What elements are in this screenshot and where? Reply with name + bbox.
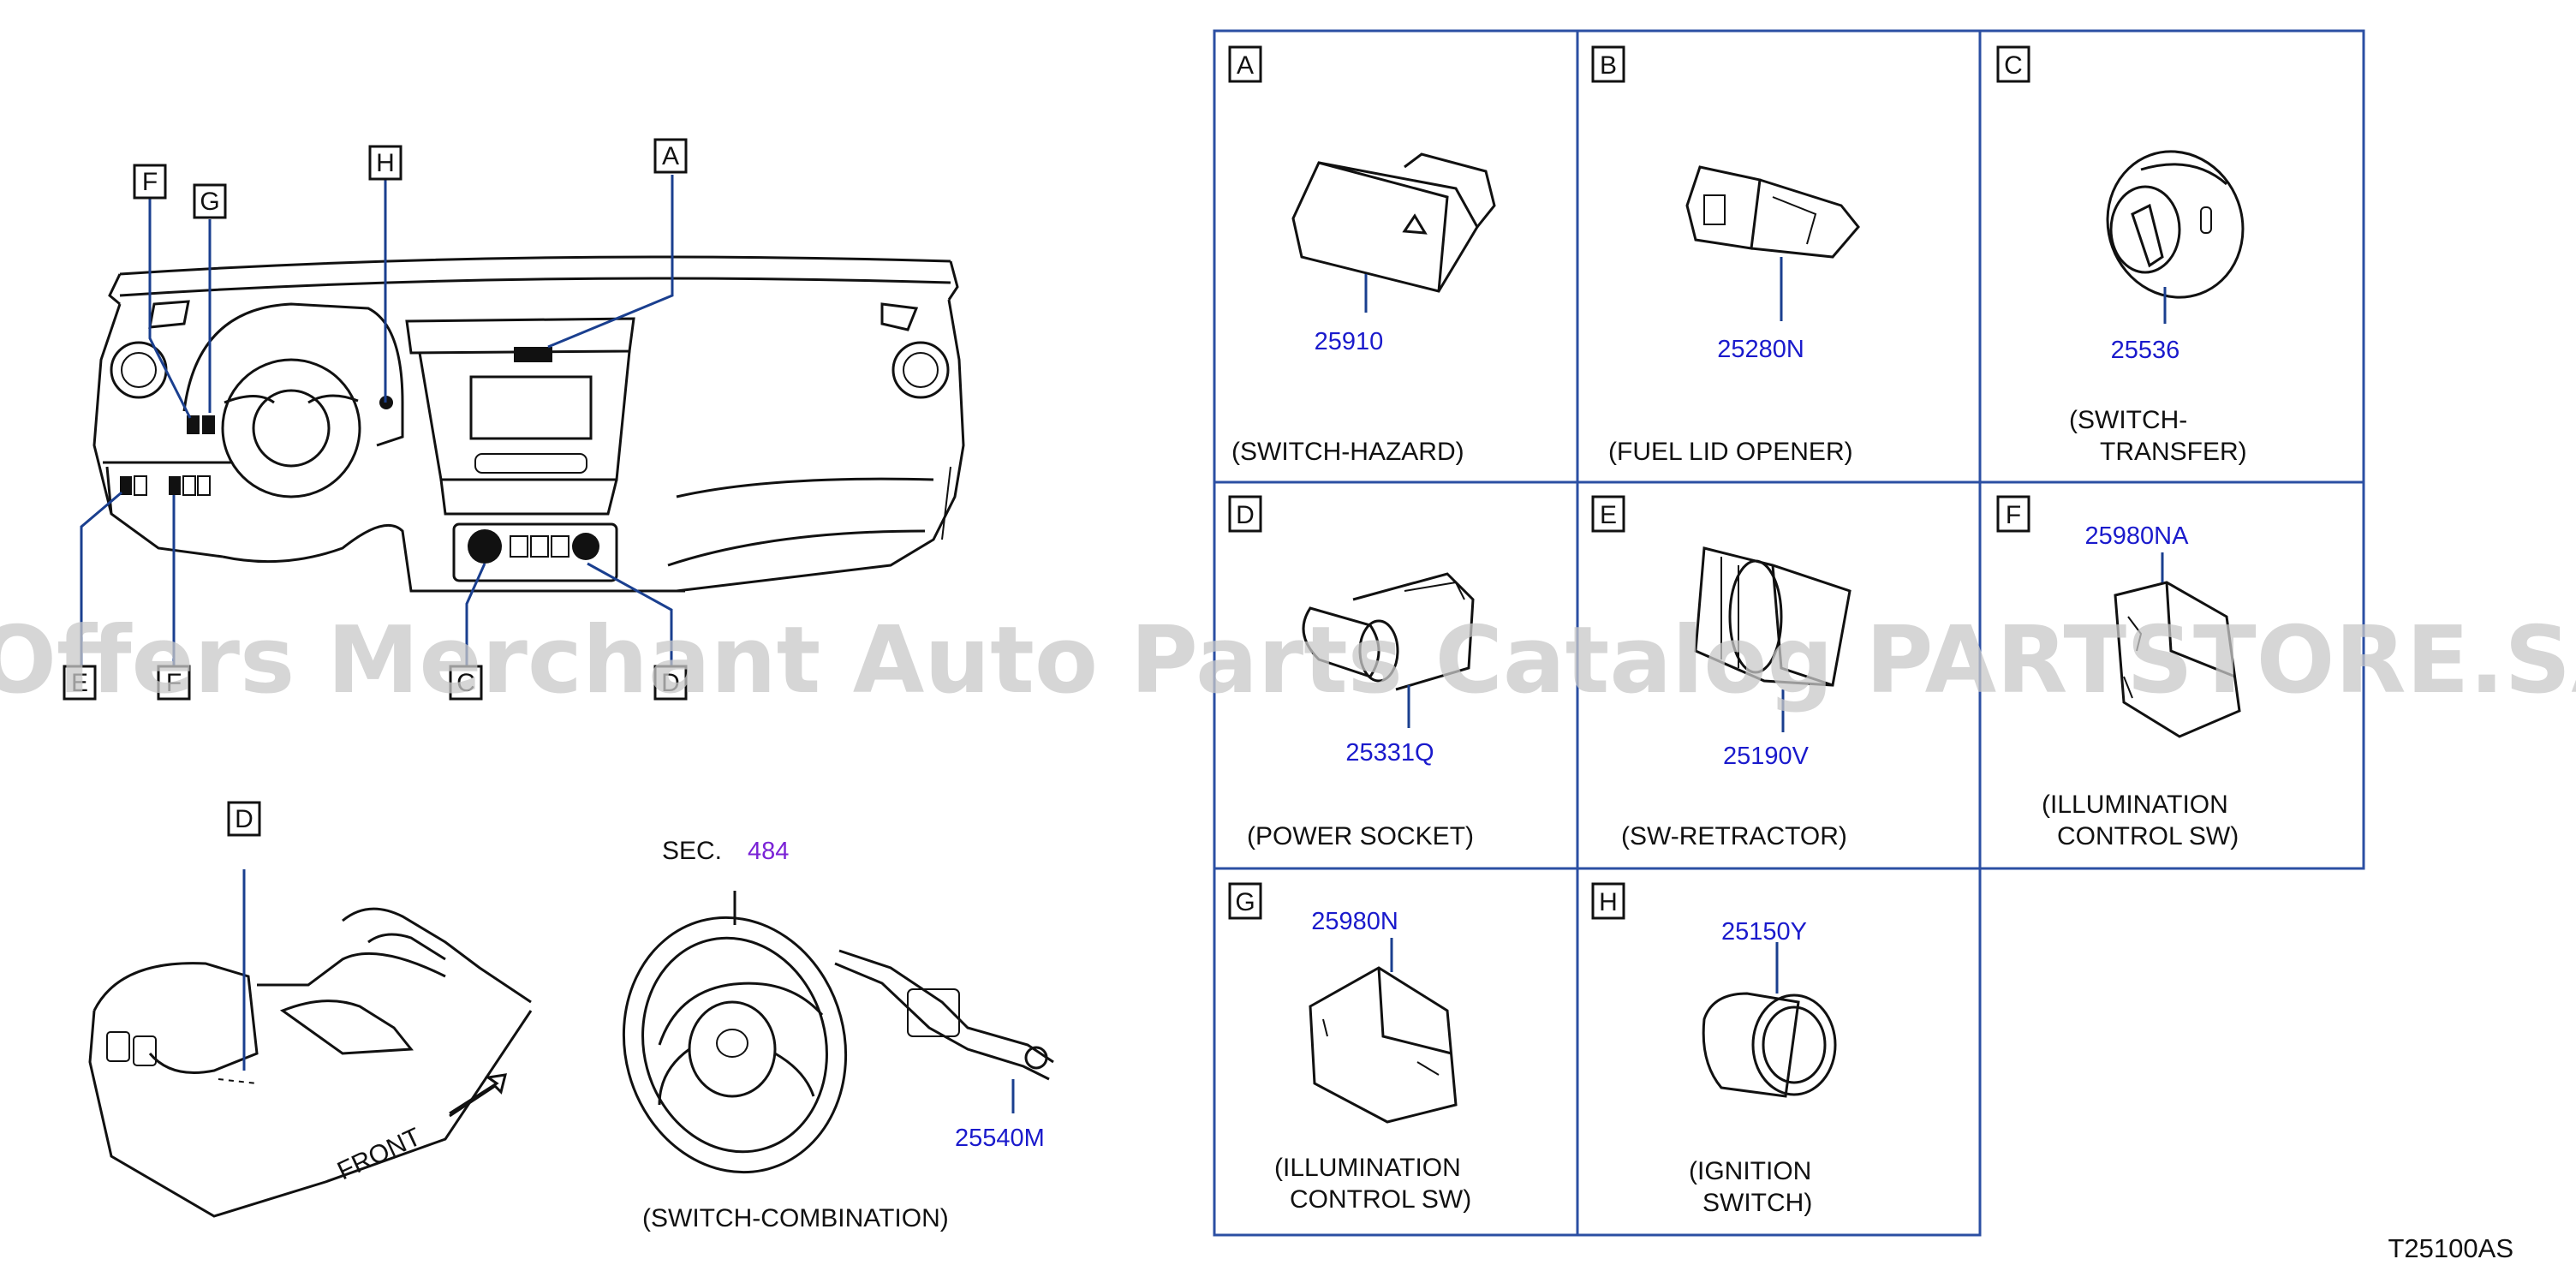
cell-letter: B bbox=[1600, 51, 1617, 80]
part-caption: (IGNITION bbox=[1689, 1157, 1811, 1185]
console-callout-D: D bbox=[227, 801, 261, 837]
callout-letter: E bbox=[71, 669, 88, 697]
callout-A: A bbox=[653, 138, 688, 174]
part-number-25280N[interactable]: 25280N bbox=[1717, 336, 1804, 363]
callout-C: C bbox=[449, 665, 483, 701]
part-caption: TRANSFER) bbox=[2100, 438, 2247, 466]
part-caption: (ILLUMINATION bbox=[1274, 1154, 1461, 1182]
front-label: FRONT bbox=[333, 1123, 426, 1186]
part-caption: CONTROL SW) bbox=[2057, 822, 2239, 850]
callout-F-lower: F bbox=[157, 665, 191, 701]
callout-letter: D bbox=[661, 669, 680, 697]
callout-G: G bbox=[193, 183, 227, 219]
part-number-25980N[interactable]: 25980N bbox=[1311, 908, 1398, 935]
diagram-code: T25100AS bbox=[2388, 1233, 2514, 1263]
dashboard-illustration bbox=[80, 175, 965, 668]
part-illustration-retractor bbox=[1694, 546, 1852, 732]
callout-H: H bbox=[368, 145, 402, 181]
parts-grid bbox=[1213, 29, 2365, 1237]
cell-letter: D bbox=[1236, 501, 1255, 529]
part-illustration-fuel-lid bbox=[1685, 165, 1860, 321]
callout-letter: C bbox=[456, 669, 475, 697]
part-number-25910[interactable]: 25910 bbox=[1315, 328, 1384, 355]
part-number-25150Y[interactable]: 25150Y bbox=[1721, 918, 1807, 946]
part-number-25190V[interactable]: 25190V bbox=[1723, 743, 1810, 770]
part-number-25980NA[interactable]: 25980NA bbox=[2085, 522, 2190, 550]
part-illustration-hazard bbox=[1291, 152, 1496, 313]
part-illustration-transfer-switch bbox=[2106, 150, 2245, 324]
switch-combination-caption: (SWITCH-COMBINATION) bbox=[642, 1204, 949, 1232]
part-caption: SWITCH) bbox=[1702, 1189, 1812, 1217]
steering-illustration bbox=[622, 891, 1054, 1174]
cell-D: D 25331Q (POWER SOCKET) bbox=[1228, 495, 1474, 850]
cell-letter: A bbox=[1237, 51, 1254, 80]
console-illustration: FRONT bbox=[88, 869, 533, 1218]
callout-letter: H bbox=[376, 149, 395, 177]
part-caption: (ILLUMINATION bbox=[2042, 791, 2228, 819]
cell-letter: C bbox=[2004, 51, 2023, 80]
callout-letter: F bbox=[166, 669, 182, 697]
part-illustration-illumination-f bbox=[2114, 552, 2241, 738]
part-caption: CONTROL SW) bbox=[1290, 1185, 1471, 1214]
callout-letter: D bbox=[235, 805, 253, 833]
part-caption: (SWITCH- bbox=[2069, 406, 2187, 434]
callout-letter: G bbox=[200, 188, 219, 216]
cell-G: G 25980N (ILLUMINATION CONTROL SW) bbox=[1228, 882, 1471, 1214]
cell-letter: G bbox=[1235, 888, 1255, 916]
cell-letter: F bbox=[2006, 501, 2021, 529]
part-number-25536[interactable]: 25536 bbox=[2111, 337, 2180, 364]
part-caption: (FUEL LID OPENER) bbox=[1608, 438, 1853, 466]
part-number-25540M[interactable]: 25540M bbox=[955, 1125, 1045, 1152]
sec-label: SEC. bbox=[662, 837, 722, 865]
cell-A: A 25910 (SWITCH-HAZARD) bbox=[1228, 45, 1464, 466]
part-number-25331Q[interactable]: 25331Q bbox=[1345, 739, 1434, 767]
part-illustration-illumination-g bbox=[1309, 938, 1458, 1124]
part-caption: (SW-RETRACTOR) bbox=[1621, 822, 1847, 850]
callout-E: E bbox=[63, 665, 97, 701]
cell-B: B 25280N (FUEL LID OPENER) bbox=[1591, 45, 1853, 466]
part-illustration-power-socket bbox=[1302, 572, 1475, 728]
part-caption: (SWITCH-HAZARD) bbox=[1231, 438, 1464, 466]
sec-number-link[interactable]: 484 bbox=[748, 838, 789, 865]
callout-D: D bbox=[653, 665, 688, 701]
cell-C: C 25536 (SWITCH- TRANSFER) bbox=[1996, 45, 2247, 466]
cell-E: E 25190V (SW-RETRACTOR) bbox=[1591, 495, 1847, 850]
cell-letter: H bbox=[1599, 888, 1618, 916]
callout-letter: F bbox=[142, 168, 158, 196]
callout-letter: A bbox=[662, 142, 679, 170]
cell-F: F 25980NA (ILLUMINATION CONTROL SW) bbox=[1996, 495, 2239, 850]
part-caption: (POWER SOCKET) bbox=[1247, 822, 1474, 850]
callout-F: F bbox=[133, 164, 167, 200]
part-illustration-ignition bbox=[1702, 942, 1837, 1098]
watermark-text: Offers Merchant Auto Parts Catalog PARTS… bbox=[0, 607, 2576, 714]
cell-letter: E bbox=[1600, 501, 1617, 529]
cell-H: H 25150Y (IGNITION SWITCH) bbox=[1591, 882, 1812, 1217]
